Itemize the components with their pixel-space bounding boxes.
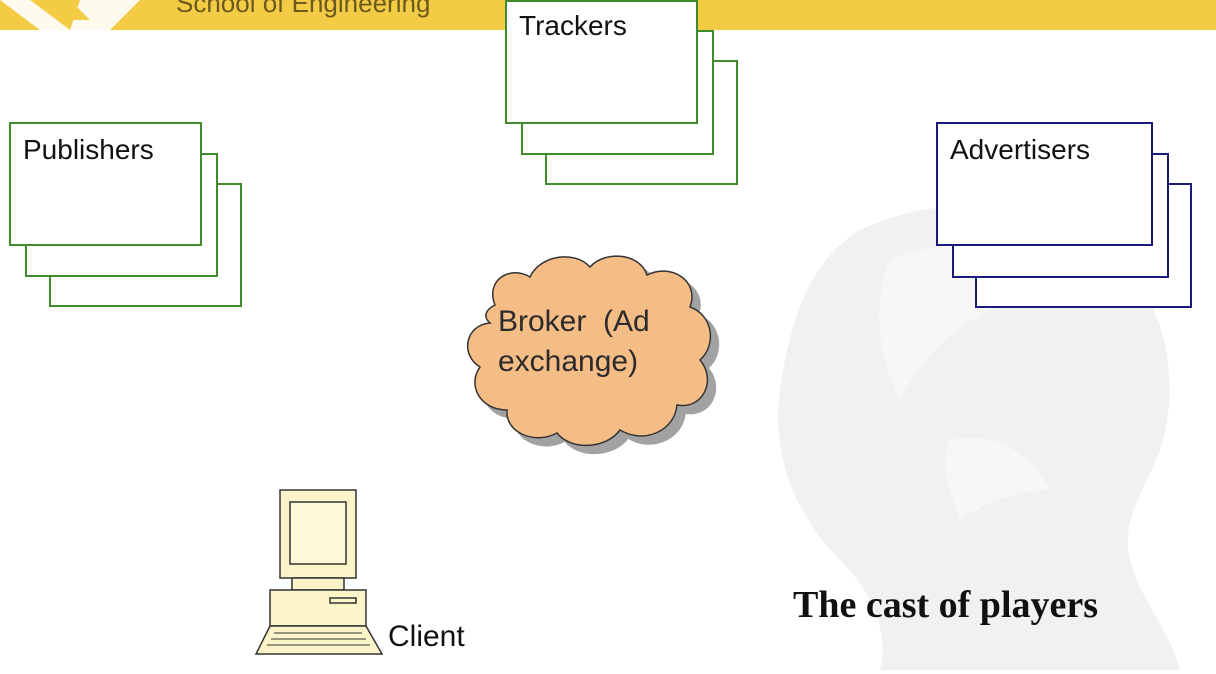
broker-cloud-icon: [466, 255, 712, 447]
slide-title: The cast of players: [793, 584, 1099, 626]
advertiser-card-front: Advertisers: [936, 122, 1153, 246]
computer-icon: [254, 489, 384, 655]
advertisers-label: Advertisers: [950, 134, 1091, 165]
tracker-card-front: Trackers: [505, 0, 698, 124]
university-logo-icon: [0, 0, 140, 30]
client-label: Client: [388, 620, 465, 653]
school-name: School of Engineering: [176, 0, 431, 18]
broker-label: Broker (Ad exchange): [498, 305, 650, 378]
publisher-card-front: Publishers: [9, 122, 202, 246]
publishers-label: Publishers: [23, 134, 154, 165]
trackers-label: Trackers: [519, 10, 627, 41]
